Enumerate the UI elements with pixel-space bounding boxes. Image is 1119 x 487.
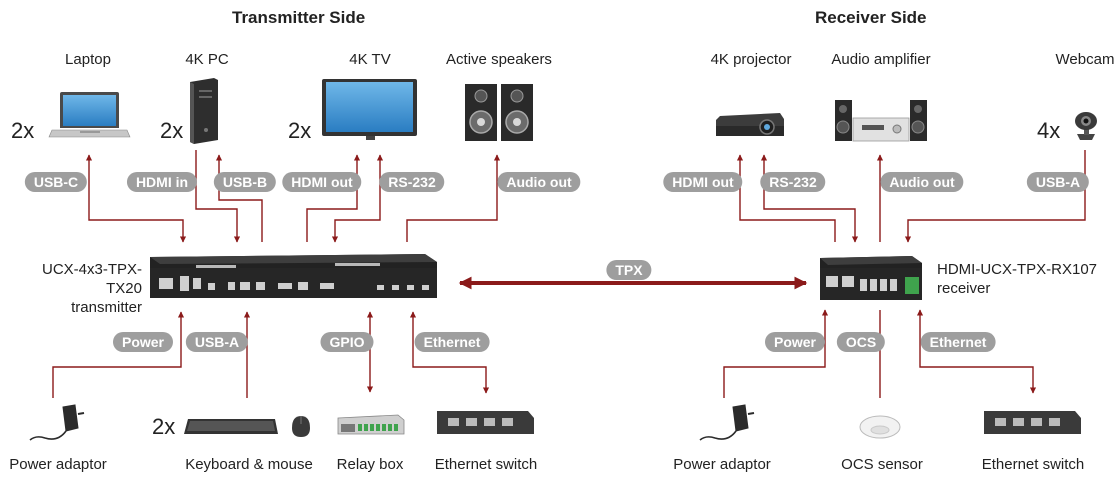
ethernet-tx-pill: Ethernet: [414, 332, 490, 352]
ethernet-switch-rx-label: Ethernet switch: [981, 456, 1085, 473]
webcam-multiplier: 4x: [1037, 118, 1061, 143]
receiver-side-title: Receiver Side: [815, 8, 927, 27]
transmitter-model: UCX-4x3-TPX-TX20: [41, 261, 142, 297]
hdmi-out-tx-pill: HDMI out: [282, 172, 362, 192]
power-rx-pill: Power: [764, 332, 826, 352]
gpio-pill: GPIO: [320, 332, 374, 352]
tv-multiplier: 2x: [288, 118, 312, 143]
transmitter-role: transmitter: [71, 299, 142, 316]
usb-c-pill: USB-C: [24, 172, 88, 192]
audio-out-rx-pill: Audio out: [880, 172, 964, 192]
projector-icon: [716, 113, 784, 136]
receiver-unit-icon: [820, 256, 922, 300]
amplifier-label: Audio amplifier: [831, 51, 931, 68]
laptop-label: Laptop: [65, 51, 111, 68]
receiver-role: receiver: [937, 280, 991, 297]
ocs-sensor-label: OCS sensor: [841, 456, 923, 473]
transmitter-unit-icon: [150, 254, 437, 298]
laptop-multiplier: 2x: [11, 118, 35, 143]
ethernet-rx-pill: Ethernet: [920, 332, 996, 352]
rs232-tx-pill: RS-232: [379, 172, 445, 192]
tv-label: 4K TV: [349, 51, 391, 68]
transmitter-side-title: Transmitter Side: [232, 8, 366, 27]
laptop-icon: [48, 92, 131, 138]
power-adaptor-tx-icon: [29, 404, 85, 441]
pc-tower-icon: [190, 78, 218, 144]
speakers-label: Active speakers: [446, 51, 552, 68]
webcam-icon: [1075, 112, 1097, 140]
power-adaptor-rx-icon: [699, 404, 755, 441]
rs232-rx-pill: RS-232: [760, 172, 826, 192]
receiver-label: HDMI-UCX-TPX-RX107 receiver: [937, 260, 1097, 298]
hdmi-out-rx-pill: HDMI out: [663, 172, 743, 192]
transmitter-label: UCX-4x3-TPX-TX20 transmitter: [12, 260, 142, 317]
power-adaptor-rx-label: Power adaptor: [673, 456, 771, 473]
audio-out-tx-pill: Audio out: [497, 172, 581, 192]
pc-label: 4K PC: [185, 51, 229, 68]
active-speakers-icon: [465, 84, 533, 141]
keyboard-multiplier: 2x: [152, 414, 176, 439]
keyboard-mouse-icon: [184, 416, 310, 437]
tv-icon: [322, 79, 417, 140]
receiver-model: HDMI-UCX-TPX-RX107: [937, 261, 1098, 278]
usb-a-tx-pill: USB-A: [185, 332, 249, 352]
power-tx-pill: Power: [112, 332, 174, 352]
pc-multiplier: 2x: [160, 118, 184, 143]
audio-amplifier-icon: [835, 100, 927, 142]
ethernet-switch-tx-label: Ethernet switch: [434, 456, 538, 473]
ocs-sensor-icon: [859, 415, 901, 439]
power-adaptor-tx-label: Power adaptor: [9, 456, 107, 473]
hdmi-in-pill: HDMI in: [126, 172, 198, 192]
tpx-pill: TPX: [606, 260, 652, 280]
keyboard-mouse-label: Keyboard & mouse: [185, 456, 313, 473]
ethernet-switch-rx-icon: [984, 411, 1081, 434]
usb-b-pill: USB-B: [213, 172, 277, 192]
projector-label: 4K projector: [710, 51, 792, 68]
ethernet-switch-tx-icon: [437, 411, 534, 434]
ocs-pill: OCS: [836, 332, 886, 352]
usb-a-rx-pill: USB-A: [1026, 172, 1090, 192]
webcam-label: Webcam: [1055, 51, 1115, 68]
relay-box-icon: [337, 414, 405, 435]
relay-box-label: Relay box: [336, 456, 404, 473]
